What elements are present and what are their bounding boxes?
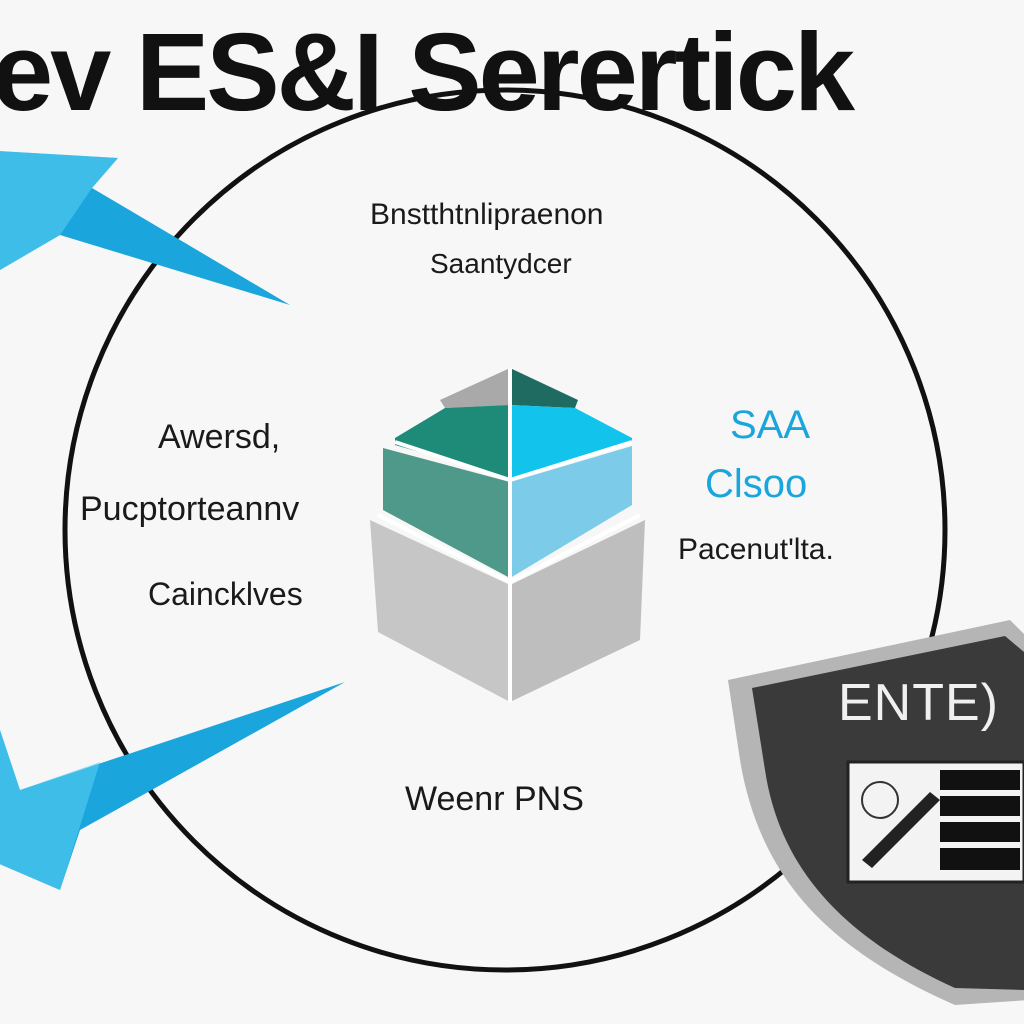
cube-icon [370,368,645,702]
blue-arrow-icon [0,151,290,305]
label-right-1: SAA [730,403,811,447]
label-top-secondary: Saantydcer [430,248,572,279]
label-left-3: Caincklves [148,576,303,612]
diagram-title: ev ES&I Serertick [0,11,855,134]
server-stack-icon [940,770,1020,870]
pen-icon [862,792,940,868]
label-left-2: Pucptorteannv [80,490,300,528]
label-right-2: Clsoo [705,462,808,506]
label-top-primary: Bnstthtnlipraenon [370,198,604,231]
main-circle [62,87,948,973]
shield-label: ENTE) [838,674,999,732]
label-bottom: Weenr PNS [405,780,584,818]
label-left-1: Awersd, [158,418,281,456]
label-right-3: Pacenut'lta. [678,533,834,566]
blue-arrow-icon [0,682,345,890]
